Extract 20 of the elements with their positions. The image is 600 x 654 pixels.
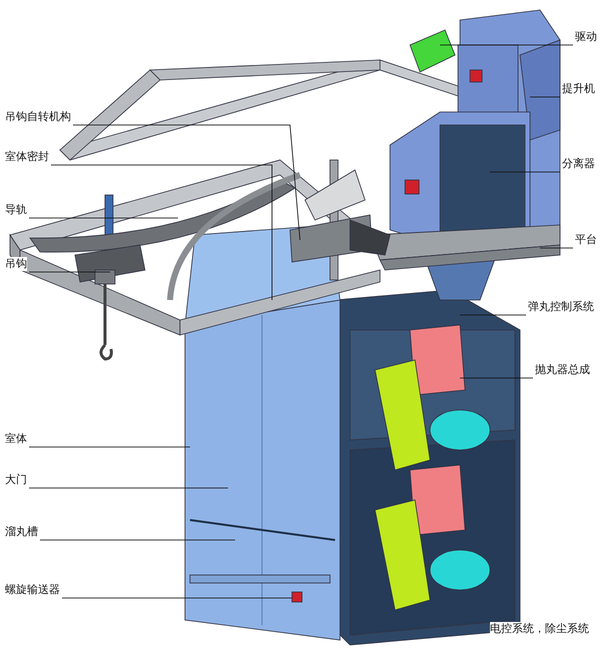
part-label: 大门 — [5, 473, 27, 487]
part-label: 提升机 — [562, 82, 595, 96]
part-label: 螺旋输送器 — [5, 583, 60, 597]
part-label: 室体 — [5, 432, 27, 446]
leader-line — [460, 314, 526, 316]
note-text: 电控系统，除尘系统 — [490, 622, 589, 636]
leader-line — [50, 164, 272, 300]
part-label: 驱动 — [575, 30, 597, 44]
part-label: 导轨 — [5, 203, 27, 217]
part-label: 弹丸控制系统 — [528, 300, 594, 314]
part-label: 平台 — [575, 233, 597, 247]
leader-line — [28, 446, 190, 448]
part-label: 吊钩自转机构 — [5, 110, 71, 124]
part-label: 溜丸槽 — [5, 525, 38, 539]
leader-line — [530, 96, 560, 98]
part-label: 吊钩 — [5, 257, 27, 271]
part-label: 室体密封 — [5, 150, 49, 164]
part-label: 分离器 — [562, 157, 595, 171]
leader-line — [72, 124, 300, 240]
part-label: 抛丸器总成 — [535, 363, 590, 377]
